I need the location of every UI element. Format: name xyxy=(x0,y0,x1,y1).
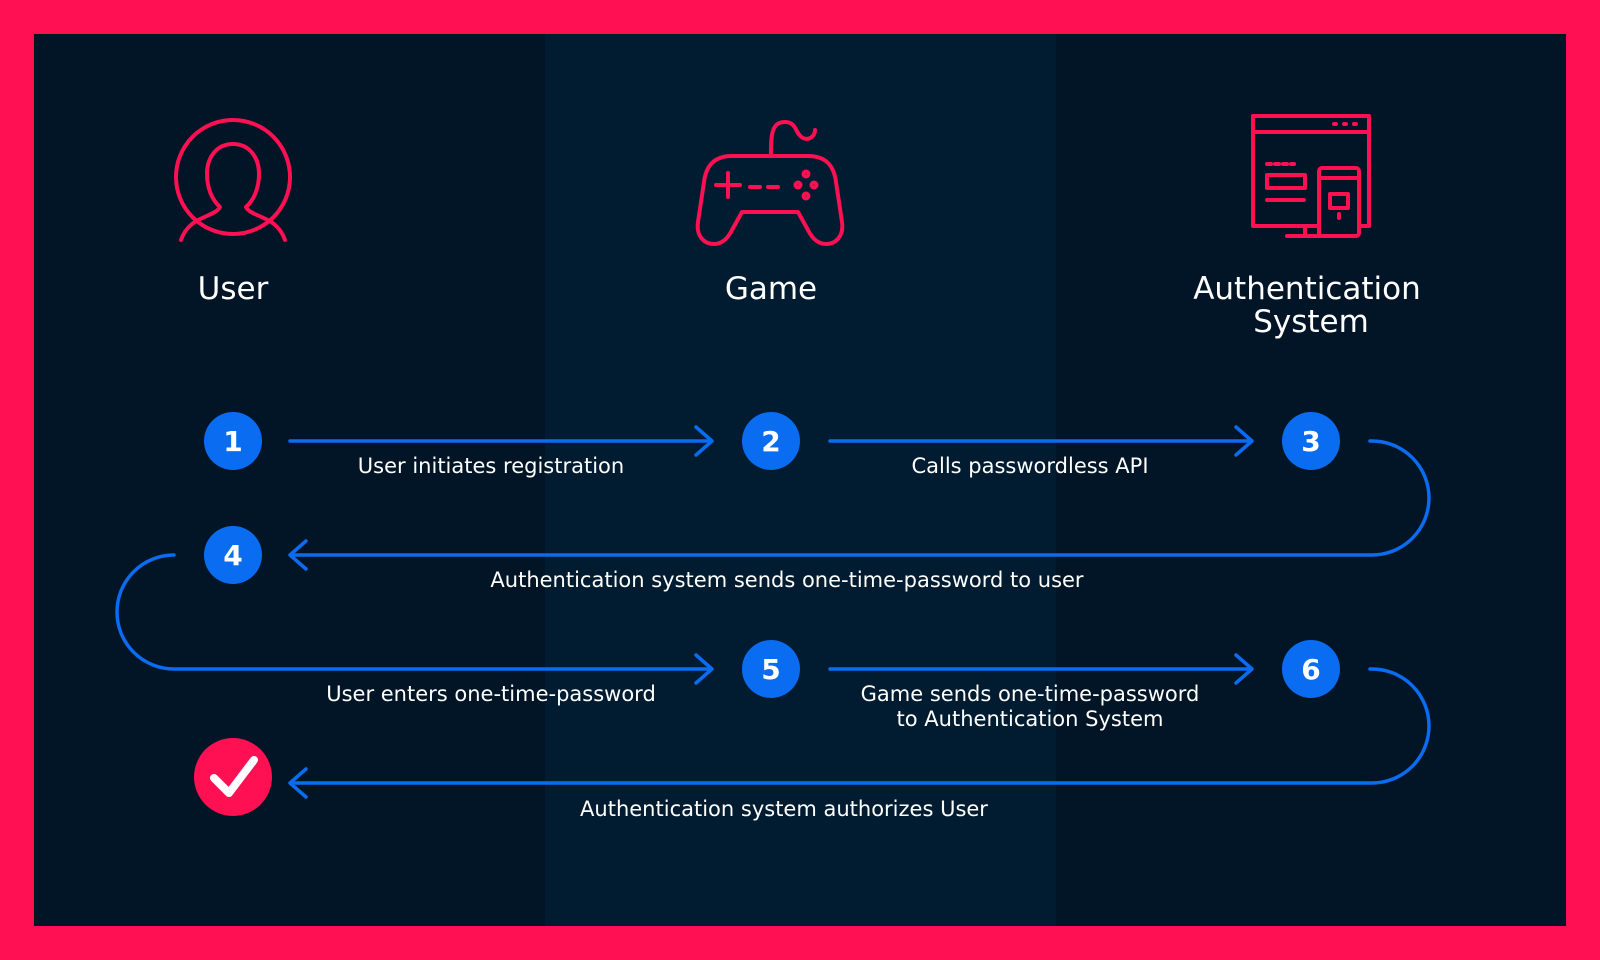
flow-label-4: User enters one-time-password xyxy=(326,682,656,706)
actor-label-auth-line1: Authentication xyxy=(1193,271,1421,307)
gamepad-icon xyxy=(695,120,845,246)
user-icon xyxy=(174,118,292,242)
step-number-5: 5 xyxy=(761,653,780,686)
connector-5-6 xyxy=(828,653,1254,685)
flow-label-3: Authentication system sends one-time-pas… xyxy=(490,568,1084,592)
flow-label-5-line2: to Authentication System xyxy=(897,707,1164,731)
step-badge-6: 6 xyxy=(1282,640,1340,698)
step-badge-1: 1 xyxy=(204,412,262,470)
step-number-3: 3 xyxy=(1301,425,1320,458)
connector-3-4 xyxy=(288,439,1431,571)
flow-label-6: Authentication system authorizes User xyxy=(580,797,988,821)
actor-label-game: Game xyxy=(725,271,817,307)
step-badge-3: 3 xyxy=(1282,412,1340,470)
diagram-panel: User Game Authentication System xyxy=(34,34,1566,926)
flow-label-1: User initiates registration xyxy=(358,454,624,478)
connector-1-2 xyxy=(288,425,714,457)
connector-4-5 xyxy=(115,553,714,685)
flow-label-2: Calls passwordless API xyxy=(911,454,1148,478)
flow-label-5-line1: Game sends one-time-password xyxy=(861,682,1200,706)
step-badge-4: 4 xyxy=(204,526,262,584)
actor-label-user: User xyxy=(198,271,269,307)
auth-system-icon xyxy=(1251,114,1371,238)
step-number-6: 6 xyxy=(1301,653,1320,686)
connector-6-final xyxy=(288,667,1431,799)
actor-label-auth-line2: System xyxy=(1253,304,1369,340)
step-badge-2: 2 xyxy=(742,412,800,470)
connector-2-3 xyxy=(828,425,1254,457)
step-number-4: 4 xyxy=(223,539,242,572)
flow-diagram: User Game Authentication System xyxy=(115,114,1431,821)
auth-lane xyxy=(1056,34,1566,926)
checkmark-icon xyxy=(194,738,272,816)
step-number-1: 1 xyxy=(223,425,242,458)
step-number-2: 2 xyxy=(761,425,780,458)
step-badge-5: 5 xyxy=(742,640,800,698)
